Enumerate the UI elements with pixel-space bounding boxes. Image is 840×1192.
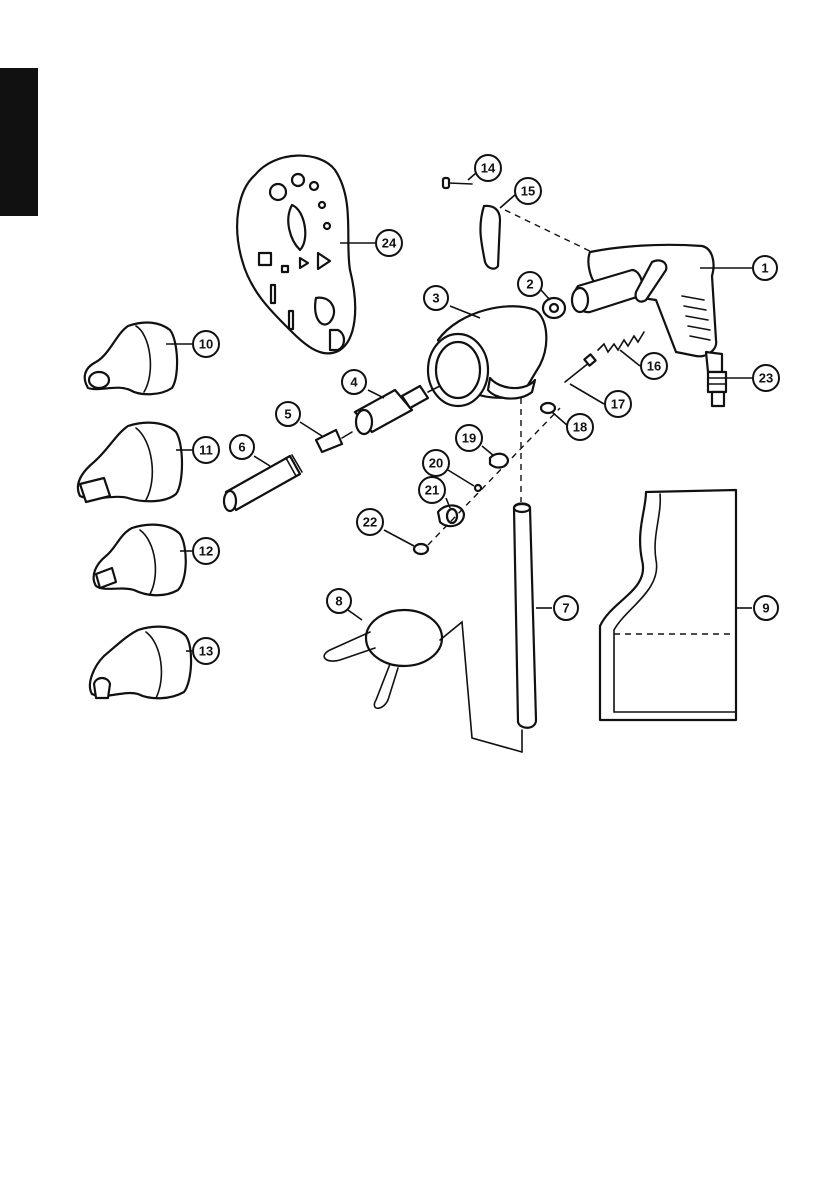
- nozzle-cone-round: [85, 323, 177, 395]
- valve-body: [438, 505, 464, 526]
- callout-label: 4: [350, 375, 358, 390]
- callout-label: 9: [762, 601, 769, 616]
- callout-label: 16: [647, 359, 661, 374]
- trigger: [480, 206, 600, 269]
- callout-14: 14: [475, 155, 501, 181]
- callout-18: 18: [567, 414, 593, 440]
- callout-22: 22: [357, 509, 383, 535]
- callout-label: 24: [382, 236, 397, 251]
- callout-1: 1: [753, 256, 777, 280]
- callout-23: 23: [753, 365, 779, 391]
- callout-5: 5: [276, 402, 300, 426]
- nozzle-cone-flat: [78, 423, 182, 502]
- callout-15: 15: [515, 178, 541, 204]
- callout-label: 7: [562, 601, 569, 616]
- material-bag: [600, 490, 736, 720]
- callout-label: 11: [199, 443, 213, 458]
- valve-washer: [541, 403, 555, 413]
- callout-label: 2: [526, 277, 533, 292]
- callout-7: 7: [554, 596, 578, 620]
- callout-label: 21: [425, 483, 439, 498]
- callout-19: 19: [456, 425, 482, 451]
- callout-2: 2: [518, 272, 542, 296]
- callout-label: 23: [759, 371, 773, 386]
- callout-16: 16: [641, 353, 667, 379]
- valve-stem: [565, 354, 596, 382]
- suction-tube: [224, 455, 302, 511]
- callout-label: 20: [429, 456, 443, 471]
- callout-10: 10: [193, 331, 219, 357]
- callout-13: 13: [193, 638, 219, 664]
- callout-label: 18: [573, 420, 587, 435]
- small-o-ring: [475, 485, 481, 491]
- callout-21: 21: [419, 477, 445, 503]
- elbow-housing: [428, 306, 546, 406]
- callout-label: 10: [199, 337, 213, 352]
- callout-label: 8: [335, 594, 342, 609]
- callout-label: 19: [462, 431, 476, 446]
- callout-label: 15: [521, 184, 535, 199]
- nozzle-fitting: [355, 386, 440, 434]
- callout-17: 17: [605, 391, 631, 417]
- wire-hanger: [324, 610, 522, 752]
- callout-label: 13: [199, 644, 213, 659]
- callout-3: 3: [424, 286, 448, 310]
- callout-12: 12: [193, 538, 219, 564]
- callout-11: 11: [193, 437, 219, 463]
- nozzle-cone-slotted: [90, 627, 191, 699]
- seal-ring: [543, 298, 565, 318]
- hose: [514, 398, 536, 752]
- callout-24: 24: [376, 230, 402, 256]
- callout-20: 20: [423, 450, 449, 476]
- callout-label: 14: [481, 161, 496, 176]
- callout-9: 9: [754, 596, 778, 620]
- air-connector: [706, 352, 726, 406]
- callout-4: 4: [342, 370, 366, 394]
- callout-label: 3: [432, 291, 439, 306]
- gun-body: [572, 245, 716, 356]
- callout-label: 5: [284, 407, 291, 422]
- callout-6: 6: [230, 435, 254, 459]
- bottom-seal: [414, 544, 428, 554]
- valve-spring: [598, 332, 644, 352]
- stencil-palette: [237, 156, 355, 354]
- callout-label: 22: [363, 515, 377, 530]
- callout-label: 17: [611, 397, 625, 412]
- callout-8: 8: [327, 589, 351, 613]
- callout-label: 6: [238, 440, 245, 455]
- callout-label: 12: [199, 544, 213, 559]
- callout-label: 1: [761, 261, 768, 276]
- small-nozzle: [316, 430, 352, 452]
- nozzle-cone-narrow: [94, 525, 186, 596]
